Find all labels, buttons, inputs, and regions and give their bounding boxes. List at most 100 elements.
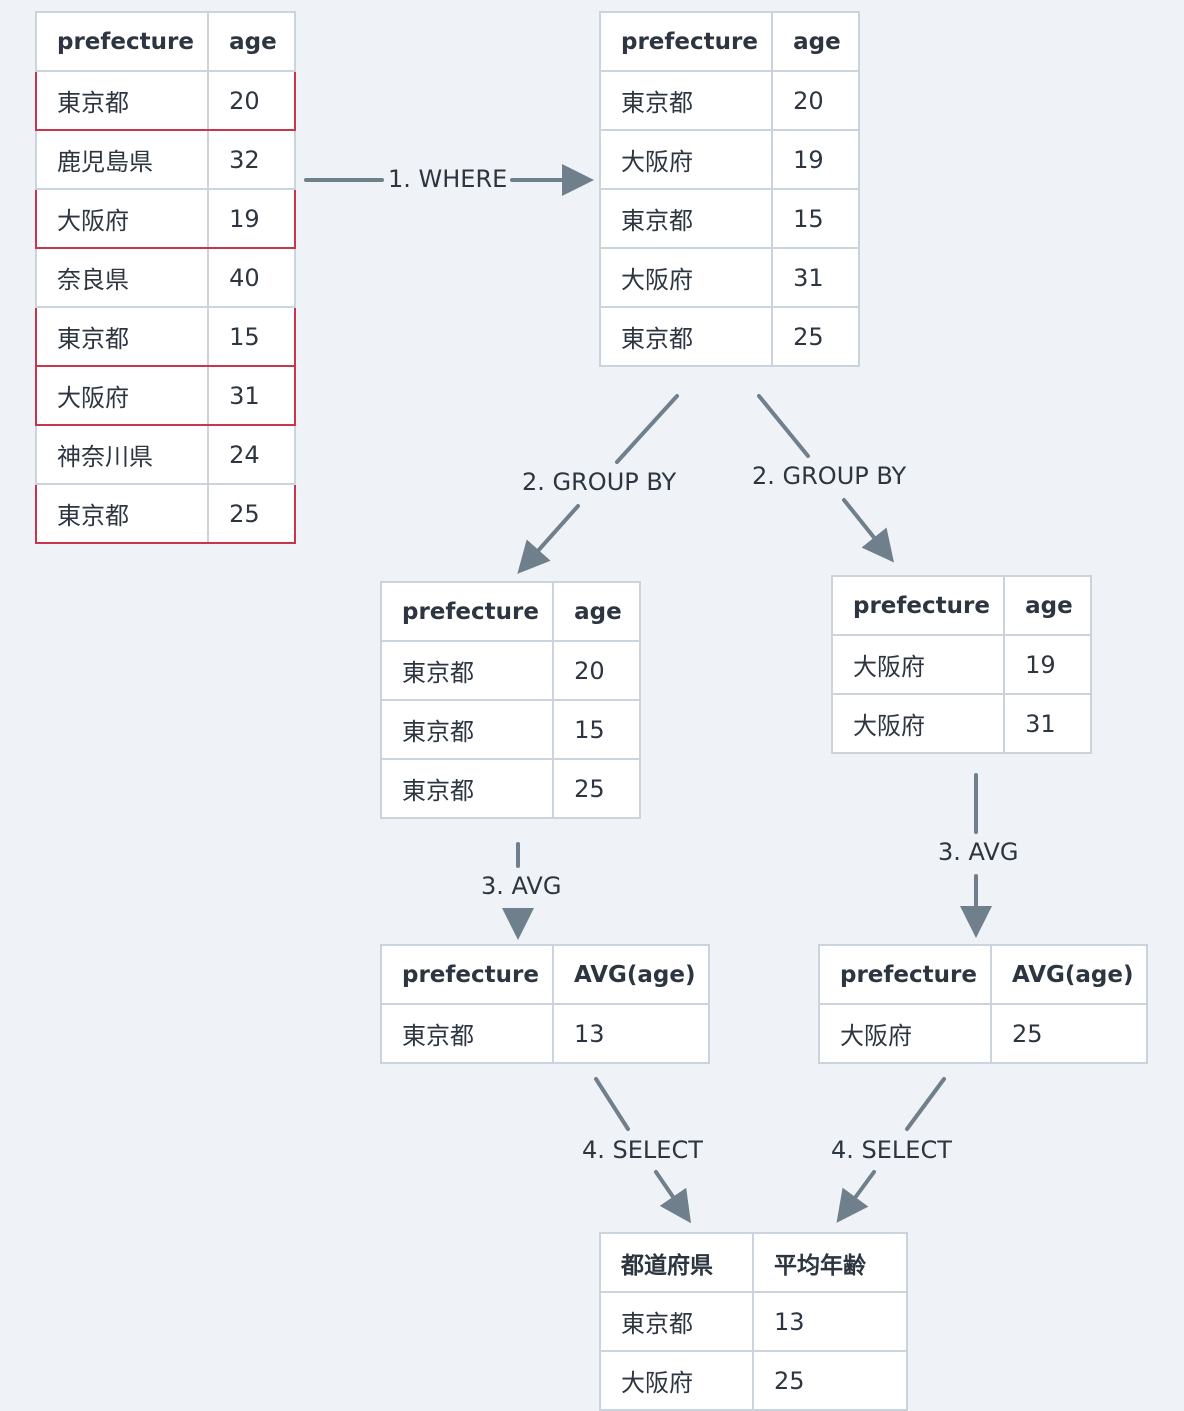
cell-prefecture: 鹿児島県: [34, 129, 210, 190]
column-header: prefecture: [379, 581, 555, 642]
cell-age: 15: [771, 188, 860, 249]
cell-prefecture: 奈良県: [34, 247, 210, 308]
group-right-arrow-head: [842, 498, 894, 563]
cell-prefecture: 大阪府: [598, 129, 774, 190]
cell-prefecture: 東京都: [598, 306, 774, 367]
cell-prefecture: 神奈川県: [34, 424, 210, 485]
cell-prefecture: 東京都: [34, 483, 210, 544]
flow-arrows: [304, 164, 992, 1224]
step-select-left-label: 4. SELECT: [582, 1136, 703, 1164]
cell-prefecture: 大阪府: [830, 634, 1006, 695]
cell-age: 31: [207, 365, 296, 426]
column-header: prefecture: [598, 11, 774, 72]
cell-age: 15: [207, 306, 296, 367]
cell-prefecture: 東京都: [380, 1003, 554, 1064]
cell-age: 25: [771, 306, 860, 367]
cell-age: 24: [207, 424, 296, 485]
cell-age: 25: [207, 483, 296, 544]
cell-age: 19: [1003, 634, 1092, 695]
cell-prefecture: 東京都: [34, 306, 210, 367]
column-header: prefecture: [380, 944, 554, 1005]
cell-age: 15: [552, 699, 641, 760]
cell-prefecture: 大阪府: [34, 365, 210, 426]
step-select-right-label: 4. SELECT: [831, 1136, 952, 1164]
select-left-arrow-tail: [594, 1077, 630, 1131]
cell-age: 20: [207, 70, 296, 131]
column-header: prefecture: [34, 11, 210, 72]
cell-age: 19: [207, 188, 296, 249]
column-header: 都道府県: [599, 1232, 754, 1293]
group-left-arrow-tail: [615, 394, 679, 464]
cell-age: 31: [1003, 693, 1092, 754]
column-header: prefecture: [818, 944, 992, 1005]
cell-avg-age: 13: [752, 1291, 908, 1352]
cell-prefecture: 大阪府: [830, 693, 1006, 754]
table-header-row: prefecture age: [34, 11, 296, 72]
step-group-by-left-label: 2. GROUP BY: [522, 468, 677, 496]
column-header: AVG(age): [551, 944, 711, 1005]
cell-prefecture: 東京都: [379, 699, 555, 760]
column-header: age: [552, 581, 641, 642]
select-right-arrow-tail: [905, 1077, 946, 1131]
column-header: age: [1003, 575, 1092, 636]
cell-prefecture: 大阪府: [598, 247, 774, 308]
step-avg-right-label: 3. AVG: [938, 838, 1019, 866]
table-header-row: 都道府県平均年齢: [599, 1232, 908, 1293]
column-header: 平均年齢: [752, 1232, 908, 1293]
cell-age: 31: [771, 247, 860, 308]
cell-prefecture: 東京都: [598, 70, 774, 131]
cell-avg-age: 25: [989, 1003, 1149, 1064]
cell-avg-age: 13: [551, 1003, 711, 1064]
cell-prefecture: 東京都: [599, 1291, 754, 1352]
cell-avg-age: 25: [752, 1350, 908, 1411]
step-avg-left-label: 3. AVG: [481, 872, 562, 900]
step-group-by-right-label: 2. GROUP BY: [752, 462, 907, 490]
cell-prefecture: 東京都: [379, 640, 555, 701]
cell-prefecture: 東京都: [379, 758, 555, 819]
column-header: age: [207, 11, 296, 72]
column-header: age: [771, 11, 860, 72]
group-right-arrow-tail: [757, 394, 810, 458]
cell-age: 20: [771, 70, 860, 131]
cell-prefecture: 大阪府: [818, 1003, 992, 1064]
cell-age: 20: [552, 640, 641, 701]
cell-age: 19: [771, 129, 860, 190]
cell-prefecture: 大阪府: [34, 188, 210, 249]
cell-age: 32: [207, 129, 296, 190]
group-left-arrow-head: [517, 504, 580, 574]
select-right-arrow-head: [836, 1170, 876, 1223]
select-left-arrow-head: [654, 1170, 692, 1224]
